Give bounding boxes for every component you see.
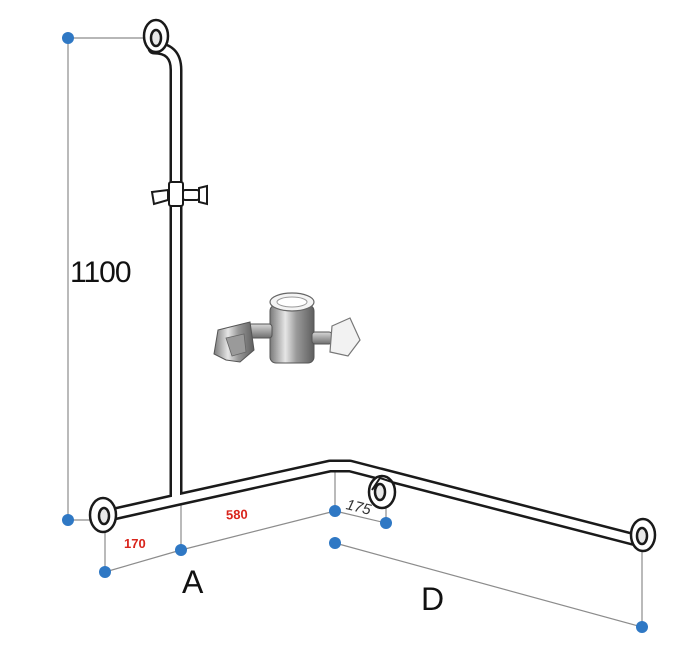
- shower-holder-detail-icon: [213, 292, 361, 364]
- height-dimension-label: 1100: [70, 256, 132, 289]
- dimension-letter-d: D: [421, 581, 445, 617]
- dimension-point: [329, 537, 341, 549]
- dimension-point: [636, 621, 648, 633]
- middle-flange-inner: [373, 482, 387, 502]
- dimension-lines: [67, 37, 643, 628]
- left-width-dimension-label: 170: [124, 536, 146, 551]
- top-flange-inner: [149, 28, 163, 48]
- dimension-point: [175, 544, 187, 556]
- dimension-point: [62, 32, 74, 44]
- grab-rail: [98, 41, 643, 547]
- dimension-point: [62, 514, 74, 526]
- rail-clamp-small: [150, 181, 208, 207]
- dimension-letter-a: A: [182, 564, 204, 600]
- dimension-points: [62, 32, 648, 633]
- top-length-dimension-label: 580: [225, 506, 248, 523]
- left-flange-inner: [97, 506, 111, 526]
- dimension-point: [380, 517, 392, 529]
- dimension-point: [99, 566, 111, 578]
- dimension-point: [329, 505, 341, 517]
- right-flange-inner: [635, 526, 649, 546]
